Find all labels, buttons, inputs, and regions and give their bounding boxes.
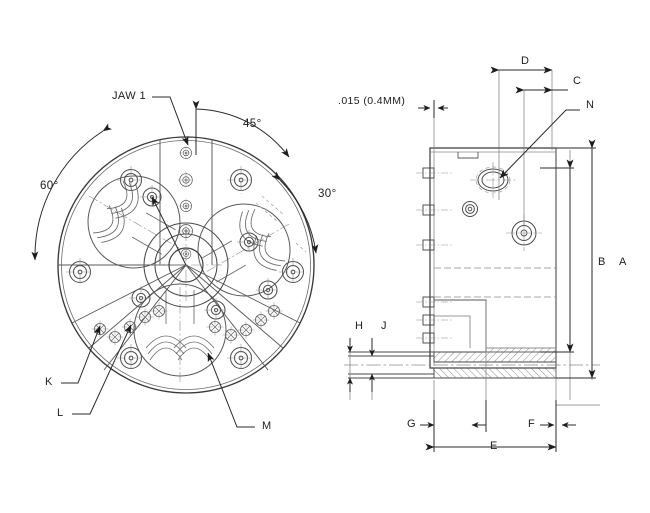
label-dim-G: G — [407, 418, 416, 430]
dim-E — [425, 425, 557, 452]
n-hole — [470, 162, 516, 198]
label-dim-N: N — [586, 99, 595, 111]
label-dim-D: D — [521, 55, 530, 67]
dim-B — [540, 159, 574, 353]
label-K: K — [45, 376, 53, 388]
jaw-slot-screws — [177, 145, 195, 261]
label-L: L — [57, 407, 64, 419]
section-boss — [462, 201, 478, 217]
label-dim-H: H — [355, 320, 364, 332]
label-dim-F: F — [528, 418, 536, 430]
callout-leaders — [61, 196, 255, 428]
label-dim-A: A — [619, 256, 627, 268]
label-clearance-note: .015 (0.4MM) — [338, 95, 406, 107]
label-angle-30: 30° — [318, 188, 337, 200]
label-dim-E: E — [490, 440, 498, 452]
dim-A — [556, 139, 596, 379]
label-jaw-1: JAW 1 — [112, 90, 146, 102]
mount-slots — [416, 167, 452, 344]
label-angle-45: 45° — [243, 118, 262, 130]
label-angle-60: 60° — [40, 180, 59, 192]
dim-G — [420, 400, 487, 432]
dim-clearance — [418, 100, 448, 118]
section-geometry — [344, 70, 600, 430]
label-dim-B: B — [598, 256, 606, 268]
jaw1-leader — [152, 96, 189, 146]
label-dim-C: C — [573, 75, 582, 87]
dim-N-leader — [499, 109, 580, 179]
angle-dimension-arcs — [31, 100, 319, 261]
label-M: M — [262, 420, 272, 432]
label-dim-J: J — [381, 320, 387, 332]
